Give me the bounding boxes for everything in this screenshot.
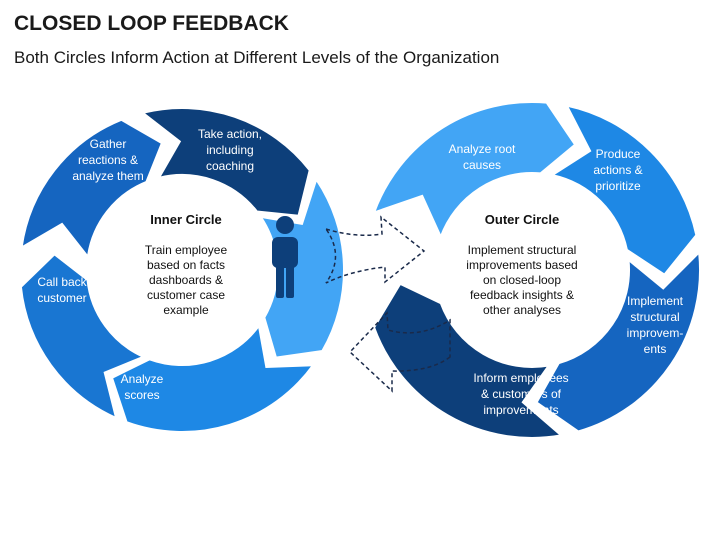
outer-circle-segment-label: & customers of — [481, 387, 562, 401]
inner-circle-segment-arrow — [110, 323, 316, 433]
inner-circle-description-line: based on facts — [147, 258, 225, 272]
outer-circle-description-line: on closed-loop — [483, 273, 561, 287]
page-subtitle: Both Circles Inform Action at Different … — [14, 48, 500, 67]
outer-circle-segment-label: causes — [463, 158, 501, 172]
dashed-arrow-left-icon — [348, 311, 451, 393]
outer-circle-segment-arrow — [372, 101, 577, 240]
inner-circle-description-line: dashboards & — [149, 273, 223, 287]
outer-circle-segment-label: ents — [644, 342, 667, 356]
dashed-arrow-right-icon — [324, 215, 426, 284]
outer-circle-description-line: feedback insights & — [470, 288, 574, 302]
outer-circle-segment-arrow — [372, 282, 564, 439]
outer-circle-segment-label: Analyze root — [449, 142, 516, 156]
inner-circle-segment-label: Take action, — [198, 127, 262, 141]
outer-circle-segment-label: improvem- — [627, 326, 684, 340]
outer-circle-segment-arrow — [549, 104, 698, 276]
page-title: CLOSED LOOP FEEDBACK — [14, 12, 289, 35]
inner-circle-segment-label: including — [206, 143, 253, 157]
outer-circle-segments: Analyze root causes Produce actions & priori… — [372, 101, 701, 439]
outer-circle-segment-label: improvements — [483, 403, 558, 417]
outer-circle-segment-label: Implement — [627, 294, 684, 308]
outer-circle-segment-label: actions & — [593, 163, 642, 177]
person-icon — [272, 216, 298, 298]
inner-circle-segment-label: scores — [124, 388, 159, 402]
inner-circle-segment-arrow — [19, 252, 146, 420]
outer-circle-description-line: Implement structural — [468, 243, 577, 257]
inner-circle-description-line: customer case — [147, 288, 225, 302]
inner-circle-segment-arrow — [140, 106, 311, 217]
outer-circle-segment-label: Produce — [596, 147, 641, 161]
inner-circle-segment-label: Gather — [90, 137, 127, 151]
inner-circle-segment-label: customer — [37, 291, 86, 305]
inner-circle-description-line: Train employee — [145, 243, 228, 257]
inner-circle-segment-label: Analyze — [121, 372, 164, 386]
inner-circle-segment-label: reactions & — [78, 153, 138, 167]
inner-circle-title: Inner Circle — [150, 212, 222, 227]
inner-circle-segment-label: coaching — [206, 159, 254, 173]
outer-circle-segment-label: prioritize — [595, 179, 641, 193]
inner-circle-description-line: example — [163, 303, 209, 317]
outer-circle-description-line: improvements based — [466, 258, 577, 272]
outer-circle-description-line: other analyses — [483, 303, 561, 317]
outer-circle-title: Outer Circle — [485, 212, 559, 227]
inner-circle-segment-arrow — [20, 118, 164, 260]
inner-circle-segment-label: analyze them — [72, 169, 143, 183]
outer-circle-segment-label: Inform employees — [473, 371, 568, 385]
outer-circle-segment-arrow — [535, 250, 701, 433]
outer-circle-segment-label: structural — [630, 310, 679, 324]
inner-circle-segment-label: Call back — [37, 275, 87, 289]
